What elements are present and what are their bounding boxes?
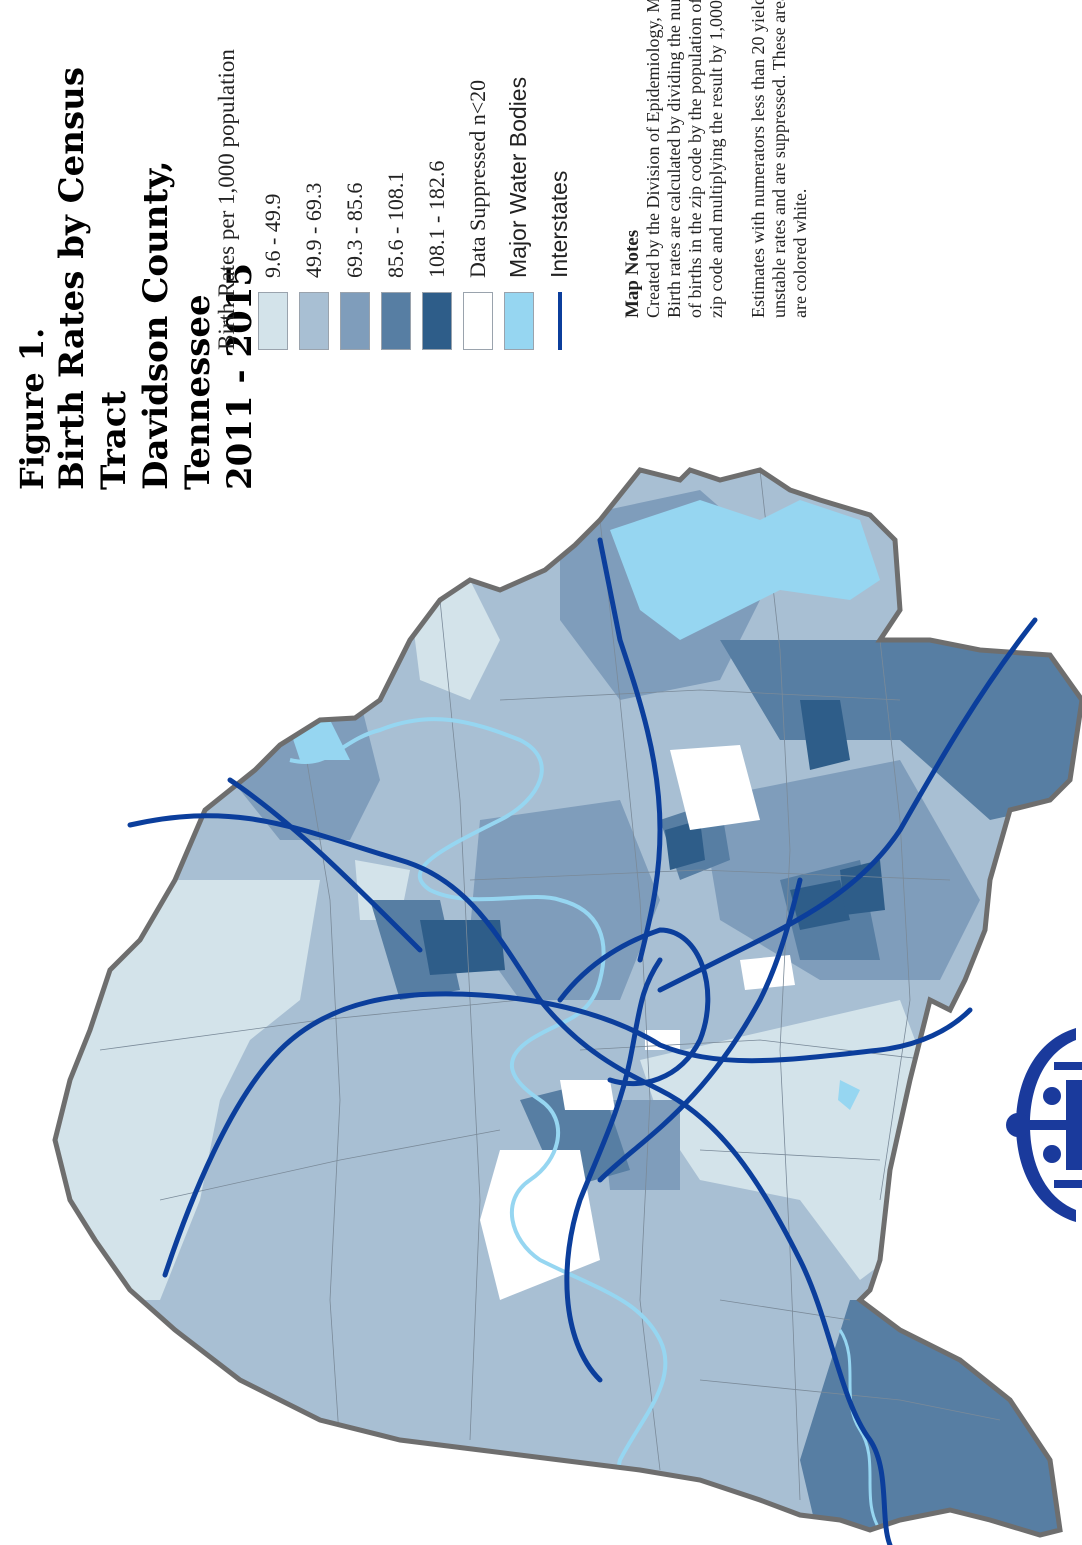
legend-water-row: Major Water Bodies bbox=[498, 49, 539, 350]
legend-heading: Birth Rates per 1,000 population bbox=[214, 49, 239, 350]
legend-class-label: Data Suppressed n<20 bbox=[464, 79, 490, 278]
legend-interstate-line bbox=[545, 292, 575, 350]
legend-swatch bbox=[421, 292, 452, 350]
tract-boundaries bbox=[99, 470, 1001, 1501]
interstate-downtown-loop bbox=[557, 927, 711, 1087]
legend-class-row: 9.6 - 49.9 bbox=[252, 49, 293, 350]
tract-class-5-b bbox=[800, 700, 850, 770]
health-department-logo-icon bbox=[1006, 1028, 1082, 1222]
legend-swatch bbox=[257, 292, 288, 350]
legend-class-row: Data Suppressed n<20 bbox=[457, 49, 498, 350]
tract-suppressed-b bbox=[480, 1150, 600, 1300]
interstate-i440 bbox=[597, 877, 803, 1183]
interstate-i40-east bbox=[657, 617, 1038, 993]
legend-water-label: Major Water Bodies bbox=[505, 76, 531, 278]
percy-priest-lake bbox=[610, 500, 880, 640]
legend: Birth Rates per 1,000 population 9.6 - 4… bbox=[214, 49, 580, 350]
tract-suppressed-a bbox=[670, 745, 760, 830]
legend-class-label: 49.9 - 69.3 bbox=[300, 182, 326, 278]
tract-class-1-northwest bbox=[55, 880, 320, 1300]
tract-class-5-a bbox=[420, 920, 505, 975]
legend-swatch bbox=[462, 292, 493, 350]
figure-label: Figure 1. bbox=[13, 327, 51, 490]
harpeth-river bbox=[838, 1329, 882, 1531]
legend-class-label: 9.6 - 49.9 bbox=[259, 193, 285, 278]
map-notes-line6: unstable rates and are suppressed. These… bbox=[769, 0, 789, 318]
legend-interstate-row: Interstates bbox=[539, 49, 580, 350]
legend-class-row: 49.9 - 69.3 bbox=[293, 49, 334, 350]
interstate-i40-west bbox=[162, 991, 973, 1278]
county-boundary bbox=[52, 467, 1082, 1538]
legend-class-label: 85.6 - 108.1 bbox=[382, 171, 408, 278]
legend-water-swatch bbox=[503, 292, 534, 350]
tract-class-4-east bbox=[720, 640, 1082, 820]
legend-class-label: 108.1 - 182.6 bbox=[423, 160, 449, 278]
map-notes-line4: zip code and multiplying the result by 1… bbox=[706, 0, 726, 318]
cumberland-river bbox=[289, 717, 668, 1535]
interstate-i24-north bbox=[227, 777, 423, 953]
tract-class-5-e bbox=[665, 820, 705, 870]
map-notes: Map Notes Created by the Division of Epi… bbox=[622, 0, 811, 318]
interstate-i65-north bbox=[597, 537, 663, 963]
legend-swatch bbox=[339, 292, 370, 350]
map-notes-line7: are colored white. bbox=[790, 188, 810, 318]
legend-class-row: 85.6 - 108.1 bbox=[375, 49, 416, 350]
map-notes-line3: of births in the zip code by the populat… bbox=[685, 0, 705, 318]
tract-suppressed-c bbox=[560, 1080, 615, 1110]
tract-class-5-d bbox=[840, 860, 885, 915]
legend-class-row: 108.1 - 182.6 bbox=[416, 49, 457, 350]
figure-title-line2: Davidson County, Tennessee bbox=[136, 160, 218, 490]
interstate-i65-south bbox=[564, 957, 663, 1383]
legend-interstate-label: Interstates bbox=[546, 170, 572, 278]
interstates bbox=[127, 537, 1038, 1545]
figure-title-line1: Birth Rates by Census Tract bbox=[52, 67, 134, 490]
map-notes-line1: Created by the Division of Epidemiology,… bbox=[643, 0, 663, 318]
legend-class-label: 69.3 - 85.6 bbox=[341, 182, 367, 278]
interstate-i24-a bbox=[127, 813, 893, 1545]
legend-class-row: 69.3 - 85.6 bbox=[334, 49, 375, 350]
legend-swatch bbox=[298, 292, 329, 350]
tract-suppressed-d bbox=[740, 955, 795, 990]
legend-swatch bbox=[380, 292, 411, 350]
map-notes-line2: Birth rates are calculated by dividing t… bbox=[664, 0, 684, 318]
header-legend-panel: Figure 1. Birth Rates by Census Tract Da… bbox=[0, 0, 1082, 520]
map-notes-heading: Map Notes bbox=[622, 229, 643, 318]
pond-south bbox=[838, 1080, 860, 1110]
map-notes-line5: Estimates with numerators less than 20 y… bbox=[748, 0, 768, 318]
legend-classes: 9.6 - 49.9 49.9 - 69.3 69.3 - 85.6 85.6 - 1… bbox=[252, 49, 498, 350]
